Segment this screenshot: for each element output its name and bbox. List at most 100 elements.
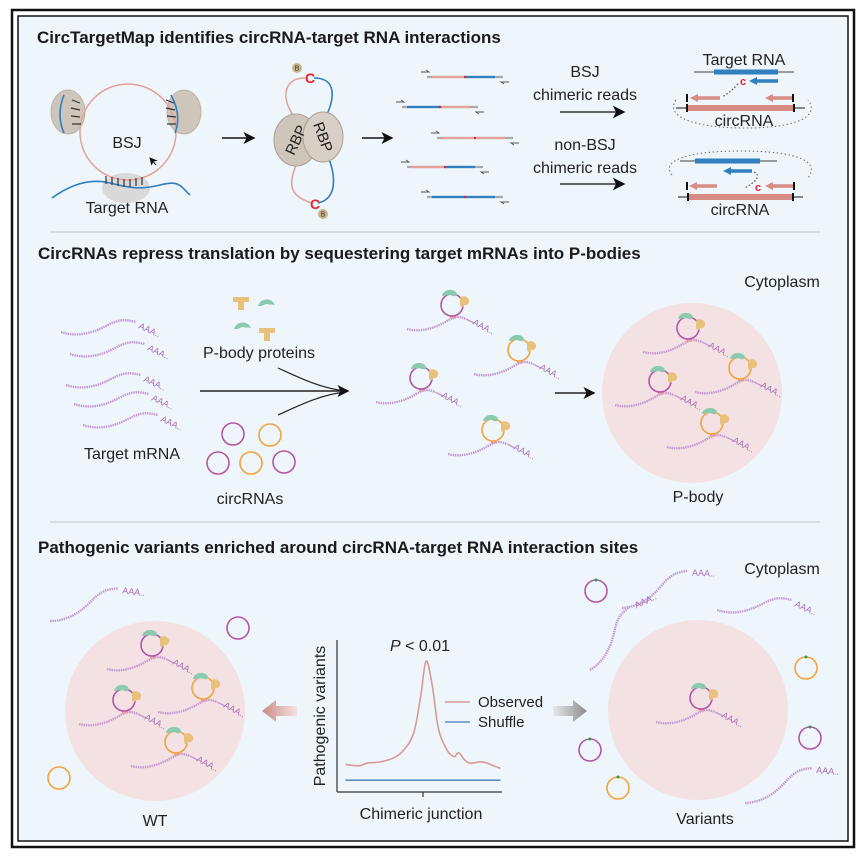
target-rna-strand bbox=[51, 180, 191, 199]
nonbsj-reads-label-line1: non-BSJ bbox=[554, 137, 615, 154]
mrna-strand bbox=[447, 440, 508, 457]
junction-c-label: c bbox=[755, 182, 761, 194]
mrna-strand bbox=[65, 372, 142, 389]
protein-blob-bottom bbox=[102, 173, 150, 203]
circrna-label-nonbsj: circRNA bbox=[711, 202, 770, 219]
chimeric-read bbox=[421, 189, 509, 205]
section-pathogenic-variants: Pathogenic variants enriched around circ… bbox=[38, 538, 840, 830]
chimeric-read bbox=[396, 99, 484, 115]
circrna-ring bbox=[206, 451, 230, 475]
green-protein-icon bbox=[114, 684, 129, 692]
crosslink-bottom-label: C bbox=[310, 196, 320, 212]
primer-arrow bbox=[479, 171, 489, 175]
mrna-strand bbox=[694, 378, 755, 395]
biotin-label: B bbox=[321, 212, 326, 219]
y-axis-label: Pathogenic variants bbox=[312, 646, 329, 787]
green-protein-icon bbox=[509, 334, 524, 342]
tan-protein-icon bbox=[132, 691, 142, 703]
circrna-magenta bbox=[272, 450, 296, 474]
tan-protein-icon bbox=[720, 414, 730, 426]
cytoplasm-label: Cytoplasm bbox=[744, 274, 820, 291]
bound-rna-right bbox=[170, 94, 179, 134]
variant-circrnas bbox=[578, 578, 822, 800]
section2-title: CircRNAs repress translation by sequeste… bbox=[38, 244, 641, 263]
variant-mark bbox=[588, 737, 592, 741]
section3-title: Pathogenic variants enriched around circ… bbox=[38, 538, 638, 557]
section1-title: CircTargetMap identifies circRNA-target … bbox=[37, 28, 501, 47]
tan-protein-icon bbox=[668, 372, 678, 384]
primer-arrow bbox=[509, 142, 519, 146]
tan-protein-icon bbox=[184, 733, 194, 745]
circrna-magenta bbox=[206, 451, 230, 475]
tan-protein-icon bbox=[233, 297, 249, 310]
mrna-strand bbox=[375, 388, 436, 405]
mrna-strand bbox=[621, 569, 689, 610]
tan-protein-icon bbox=[160, 636, 170, 648]
pbody-label: P-body bbox=[673, 489, 724, 506]
right-target-rna-label: Target RNA bbox=[703, 52, 786, 69]
primer-arrow bbox=[421, 189, 431, 193]
mrna-strand bbox=[60, 319, 137, 336]
tan-protein-icon bbox=[501, 421, 511, 433]
chimeric-reads bbox=[396, 69, 519, 205]
tan-protein-icon bbox=[696, 319, 706, 331]
green-protein-icon bbox=[691, 682, 706, 690]
circrna-ring bbox=[226, 616, 250, 640]
circrna-ring bbox=[47, 766, 71, 790]
free-mrna: AAA.. bbox=[49, 585, 146, 623]
free-circrna bbox=[47, 766, 71, 790]
mrna-strand bbox=[716, 597, 793, 614]
target-mrna-label: Target mRNA bbox=[84, 446, 180, 463]
series-line-observed bbox=[345, 660, 501, 770]
p-value-annotation: P < 0.01 bbox=[390, 638, 450, 655]
right-block-arrow bbox=[553, 700, 587, 722]
cytoplasm-label: Cytoplasm bbox=[744, 561, 820, 578]
variant-mark bbox=[804, 655, 808, 659]
primer-arrow bbox=[499, 81, 509, 85]
p-letter: P bbox=[390, 638, 401, 655]
circrna-ring bbox=[258, 423, 282, 447]
junction-c-label: c bbox=[740, 76, 746, 88]
green-protein-icon bbox=[483, 414, 498, 422]
variants-label: Variants bbox=[676, 811, 734, 828]
green-protein-icon bbox=[442, 289, 457, 297]
tan-protein-icon bbox=[748, 359, 758, 371]
free-mrna: AAA.. bbox=[744, 765, 840, 805]
mrna-strand bbox=[69, 341, 146, 358]
wt-label: WT bbox=[143, 813, 168, 830]
green-protein-icon bbox=[234, 322, 251, 330]
pathogenic-variants-chart: P < 0.01 Pathogenic variants Chimeric ju… bbox=[312, 638, 543, 823]
tan-protein-icon bbox=[211, 679, 221, 691]
mrna-strand bbox=[589, 605, 632, 672]
tan-protein-icon bbox=[429, 369, 439, 381]
green-protein-icon bbox=[258, 299, 275, 307]
primer-arrow bbox=[401, 159, 411, 163]
chimeric-read bbox=[421, 69, 509, 85]
green-protein-icon bbox=[678, 312, 693, 320]
biotin-icon bbox=[292, 63, 302, 73]
circrna-ring bbox=[221, 422, 245, 446]
green-protein-icon bbox=[650, 365, 665, 373]
green-protein-icon bbox=[142, 629, 157, 637]
mrna-strand bbox=[82, 412, 159, 429]
tan-protein-icon bbox=[527, 341, 537, 353]
circrna-magenta bbox=[221, 422, 245, 446]
polya-tail-label: AAA.. bbox=[692, 567, 716, 578]
circrna-target-binding-illustration: BSJ Target RNA bbox=[50, 83, 202, 217]
bound-rna-left bbox=[59, 94, 65, 134]
green-protein-icon bbox=[166, 726, 181, 734]
mrna-strand bbox=[642, 338, 703, 355]
circrna-orange bbox=[258, 423, 282, 447]
mrna-strand bbox=[78, 710, 139, 727]
polya-tail-label: AAA.. bbox=[122, 585, 146, 598]
rbp-blob-2 bbox=[302, 111, 344, 163]
bsj-reads-label-line2: chimeric reads bbox=[533, 87, 637, 104]
biotin-icon bbox=[318, 209, 328, 219]
free-circrna bbox=[226, 616, 250, 640]
chimeric-read bbox=[401, 159, 489, 175]
biotin-label: B bbox=[295, 66, 300, 73]
tan-protein-icon bbox=[259, 328, 275, 341]
primer-arrow bbox=[421, 69, 431, 73]
mrna-strand bbox=[49, 587, 119, 623]
